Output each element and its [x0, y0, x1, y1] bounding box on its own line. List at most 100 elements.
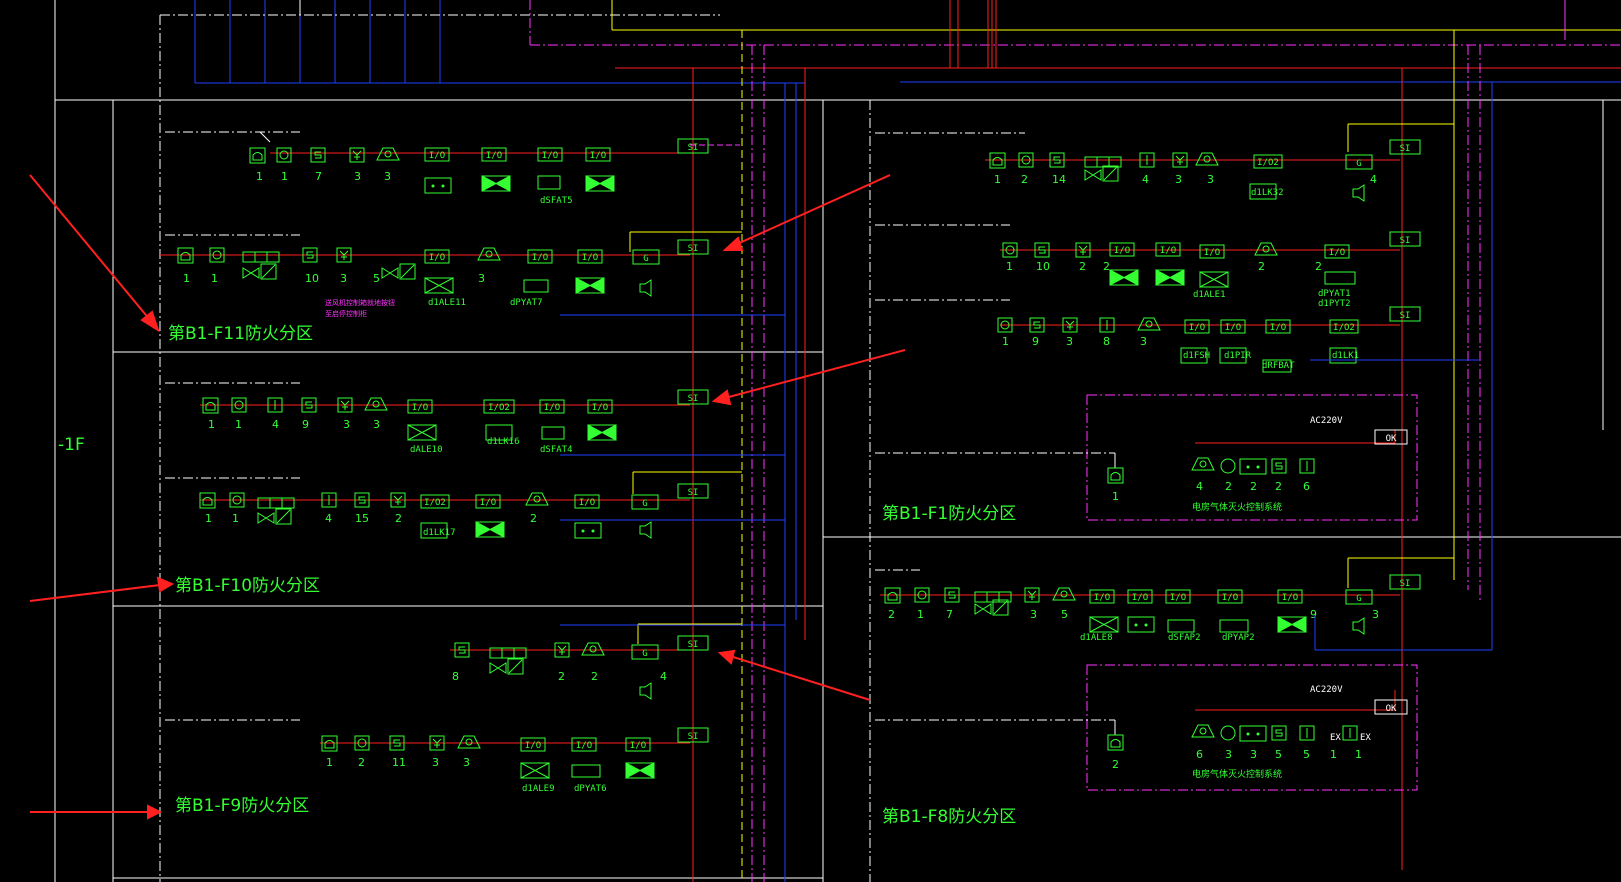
valve-icon — [257, 508, 292, 525]
count-label: 1 — [281, 170, 288, 183]
count-label: 5 — [1303, 748, 1310, 761]
g-label: G — [643, 254, 648, 264]
manual-alarm-icon — [389, 735, 405, 751]
count-label: 8 — [452, 670, 459, 683]
count-label: 4 — [272, 418, 279, 431]
io-module-label: I/O — [576, 741, 592, 751]
io-module-label: I/O — [1189, 323, 1205, 333]
fan-filled-icon — [1155, 269, 1185, 286]
ac220-label: AC220V — [1310, 685, 1343, 695]
annotation-arrows — [29, 174, 906, 820]
io-module: I/O — [539, 399, 565, 414]
si-label: SI — [688, 732, 699, 742]
io-module-label: I/O2 — [1333, 323, 1355, 333]
count-label: 3 — [478, 272, 485, 285]
tag-dsfat5: dSFAT5 — [540, 196, 573, 206]
flow-switch-icon — [1299, 458, 1315, 474]
io-module-label: I/O — [630, 741, 646, 751]
count-label: 2 — [558, 670, 565, 683]
count-label: 1 — [1002, 335, 1009, 348]
short-circuit-isolator: SI — [1389, 139, 1421, 155]
io-module: I/O2 — [483, 399, 515, 414]
module-box-icon — [420, 522, 448, 539]
smoke-detector-icon — [321, 735, 338, 752]
tag-d1fsh: d1FSH — [1183, 351, 1210, 361]
ex-label: EX — [1330, 733, 1341, 743]
arrow-icon-f11-si — [722, 174, 891, 251]
hydrant-button-icon — [1075, 242, 1091, 258]
ac220-label: AC220V — [1310, 416, 1343, 426]
io-module: I/O — [1184, 319, 1210, 334]
tag-dpyat1: dPYAT1 — [1318, 289, 1351, 299]
flow-switch-icon — [1139, 152, 1155, 168]
smoke-detector-icon — [202, 397, 219, 414]
module-box-icon — [523, 279, 549, 293]
tag-d1ale8: d1ALE8 — [1080, 633, 1113, 643]
heat-detector-icon — [231, 397, 247, 413]
count-label: 1 — [1355, 748, 1362, 761]
io-module-label: I/O — [1222, 593, 1238, 603]
io-module: I/O — [587, 399, 613, 414]
count-label: 9 — [1310, 608, 1317, 621]
io-module: I/O — [424, 249, 450, 264]
io-module: I/O — [475, 494, 501, 509]
io-module: I/O — [527, 249, 553, 264]
io-module: I/O — [1155, 242, 1181, 257]
count-label: 5 — [1275, 748, 1282, 761]
count-label: 1 — [211, 272, 218, 285]
zone-labels: 第B1-F11防火分区 第B1-F10防火分区 第B1-F9防火分区 第B1-F… — [58, 324, 1016, 827]
module-box-icon — [1262, 359, 1292, 373]
count-label: 3 — [1175, 173, 1182, 186]
speaker-icon — [639, 682, 652, 700]
gas-system-box — [1086, 664, 1418, 791]
count-label: 8 — [1103, 335, 1110, 348]
count-label: 5 — [373, 272, 380, 285]
si-label: SI — [688, 143, 699, 153]
io-module-label: I/O2 — [424, 498, 446, 508]
io-module: I/O — [537, 147, 563, 162]
note-text: 送风机控制箱就地按钮 — [325, 298, 395, 307]
broadcast-module: G — [632, 249, 660, 265]
floor-label: -1F — [58, 435, 85, 455]
heat-detector-icon — [1002, 242, 1018, 258]
valve-icon — [242, 263, 277, 280]
count-label: 3 — [1140, 335, 1147, 348]
tag-d1ale1: d1ALE1 — [1193, 290, 1226, 300]
count-label: 2 — [1225, 480, 1232, 493]
smoke-detector-icon — [884, 587, 901, 604]
io-module-label: I/O — [525, 741, 541, 751]
hydrant-button-icon — [390, 492, 406, 508]
hydrant-button-icon — [1172, 152, 1188, 168]
io-module-label: I/O — [1114, 246, 1130, 256]
io-module: I/O — [1324, 244, 1350, 259]
count-label: 2 — [530, 512, 537, 525]
zone-label-f10: 第B1-F10防火分区 — [175, 576, 320, 596]
short-circuit-isolator: SI — [677, 138, 709, 154]
fan-filled-icon — [1277, 616, 1307, 633]
alarm-bell-icon — [1195, 152, 1219, 166]
module-box-icon — [1329, 347, 1357, 364]
count-label: 7 — [946, 608, 953, 621]
count-label: 1 — [183, 272, 190, 285]
si-label: SI — [688, 488, 699, 498]
io-module: I/O2 — [420, 494, 450, 509]
manual-alarm-icon — [301, 397, 317, 413]
io-module-label: I/O2 — [1257, 158, 1279, 168]
count-label: 10 — [305, 272, 319, 285]
io-module-label: I/O — [480, 498, 496, 508]
count-label: 1 — [235, 418, 242, 431]
io-module: I/O2 — [1329, 319, 1359, 334]
speaker-icon — [1352, 184, 1365, 202]
ex-label: EX — [1360, 733, 1371, 743]
valve-icon — [974, 599, 1009, 616]
frame-lines — [54, 0, 1621, 882]
alarm-bell-icon — [581, 642, 605, 656]
fan-filled-icon — [1109, 269, 1139, 286]
control-panel-icon — [257, 497, 295, 509]
damper-icon — [520, 762, 550, 779]
count-label: 3 — [340, 272, 347, 285]
count-label: 3 — [1250, 748, 1257, 761]
left-trunks — [692, 30, 806, 882]
zone-label-f11: 第B1-F11防火分区 — [168, 324, 313, 344]
io-module: I/O — [1109, 242, 1135, 257]
